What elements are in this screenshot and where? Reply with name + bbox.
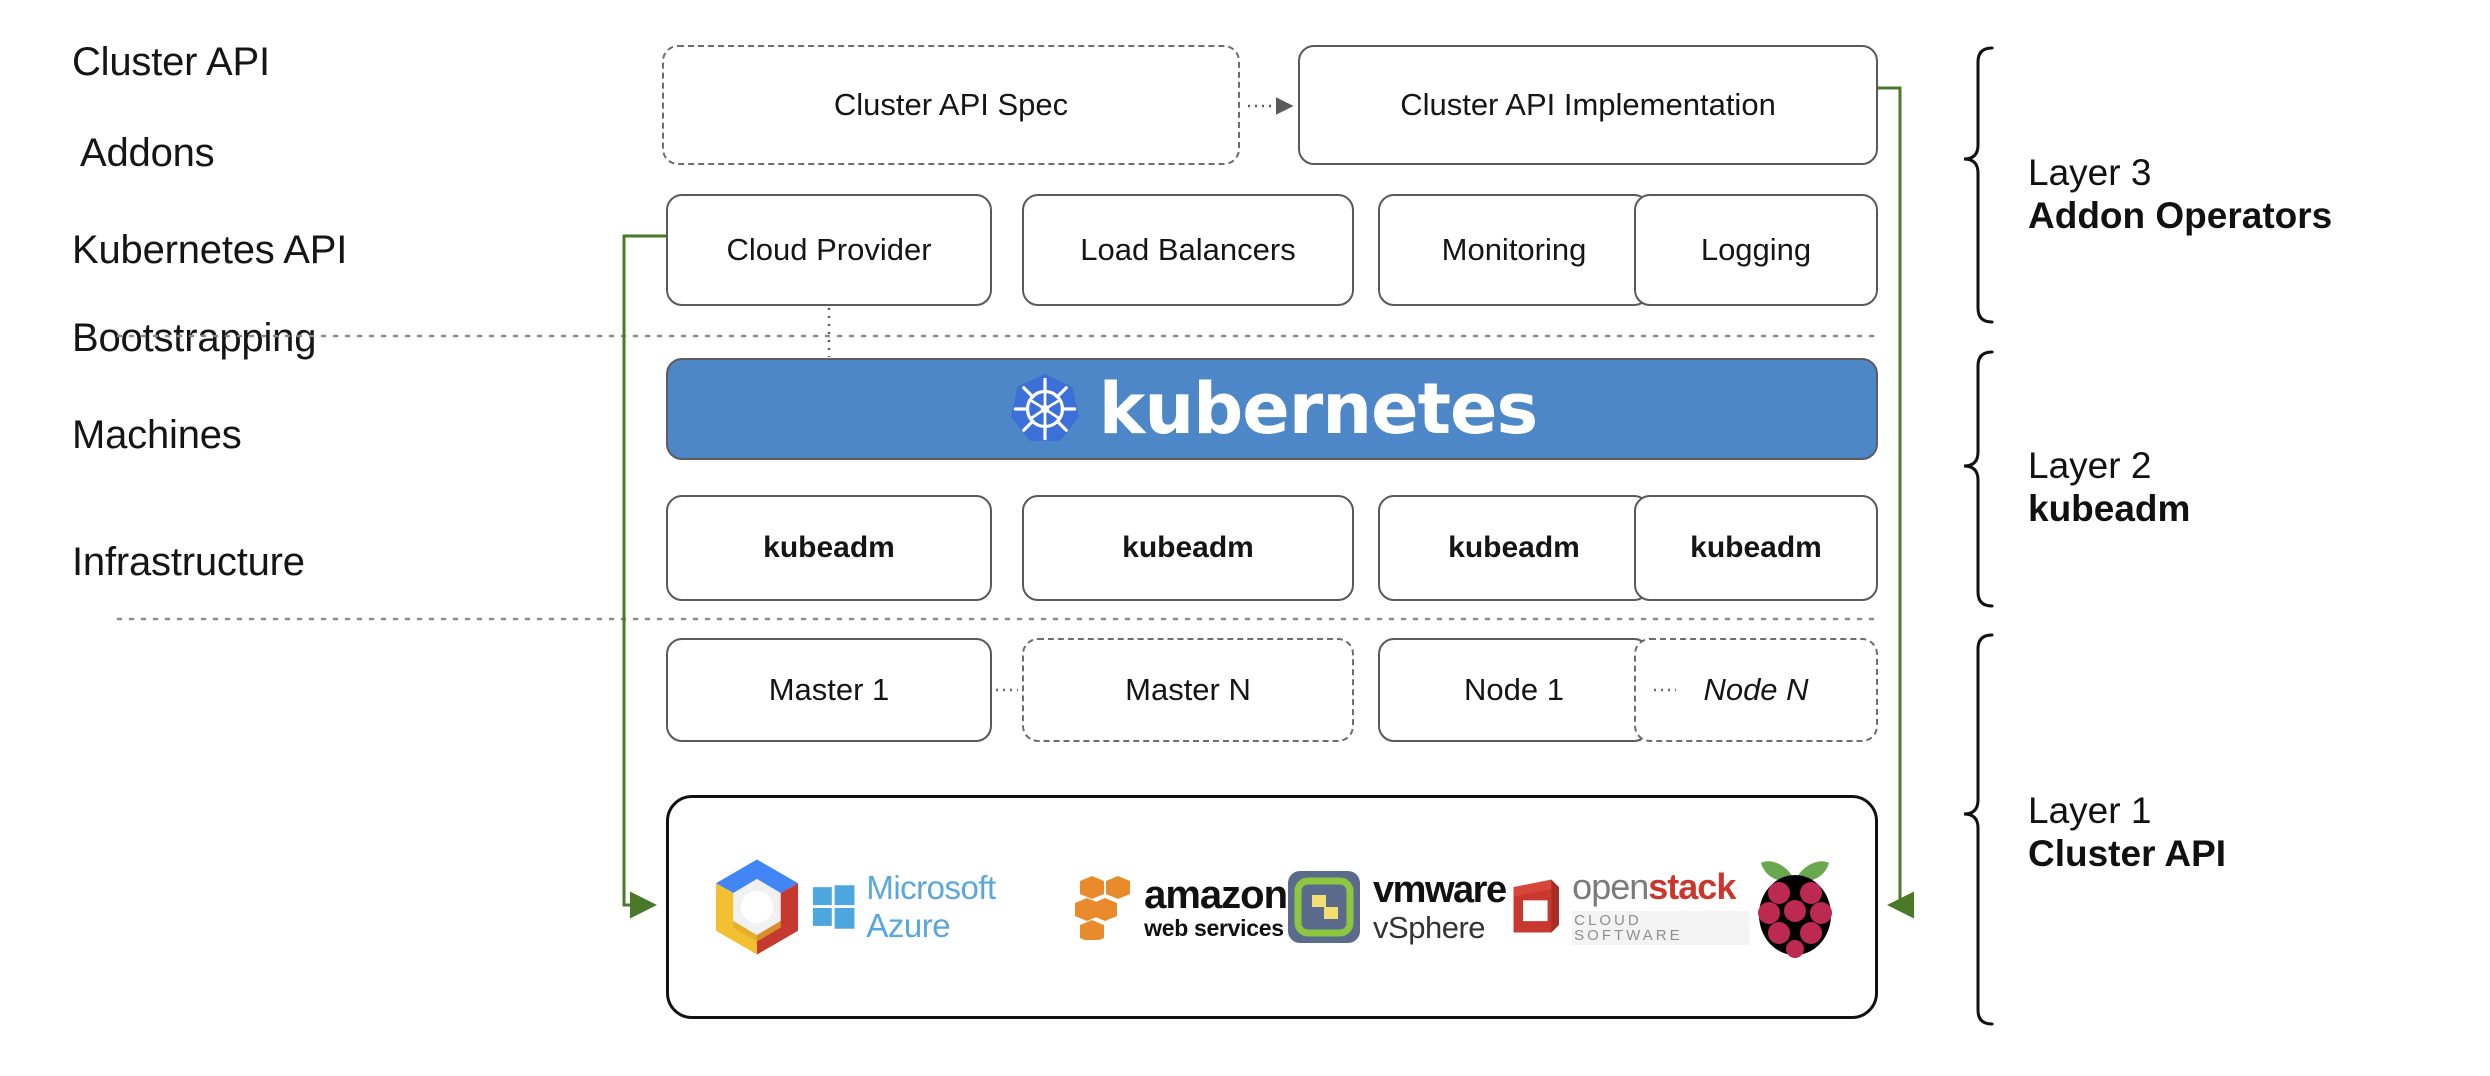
openstack-open-wordmark: open [1572,866,1649,907]
layer-1-label: Layer 1 Cluster API [2028,790,2226,875]
vmware-wordmark: vmware [1373,869,1507,911]
openstack-sub-wordmark: CLOUD SOFTWARE [1572,911,1749,945]
openstack-logo: openstack CLOUD SOFTWARE [1506,869,1749,945]
addon-box-load-balancers[interactable]: Load Balancers [1022,194,1354,306]
azure-wordmark: Microsoft Azure [866,869,996,944]
row-label-kubernetes-api: Kubernetes API [72,228,348,272]
layer-2-brace [1963,350,1994,608]
layer-2-number: Layer 2 [2028,445,2152,486]
row-label-cluster-api: Cluster API [72,40,270,84]
layer-3-name: Addon Operators [2028,194,2333,236]
cluster-api-implementation-box[interactable]: Cluster API Implementation [1298,45,1878,165]
row-label-bootstrapping: Bootstrapping [72,316,317,360]
microsoft-azure-logo: Microsoft Azure [811,869,1074,945]
row-label-machines: Machines [72,413,242,457]
layer-1-brace [1963,633,1994,1026]
machine-box-node-1[interactable]: Node 1 [1378,638,1650,742]
amazon-wordmark: amazon [1144,872,1288,917]
layer-3-label: Layer 3 Addon Operators [2028,152,2332,237]
infrastructure-box: Microsoft Azure amazon web services [666,795,1878,1019]
bootstrap-box-kubeadm-1[interactable]: kubeadm [666,495,992,601]
cluster-api-impl-to-infrastructure-arrow [1878,86,1914,919]
amazon-sub-wordmark: web services [1144,914,1284,941]
machine-box-node-n-label: Node N [1703,672,1809,707]
bootstrap-box-kubeadm-2[interactable]: kubeadm [1022,495,1354,601]
bootstrap-box-kubeadm-3[interactable]: kubeadm [1378,495,1650,601]
machine-box-node-n[interactable]: Node N [1634,638,1878,742]
layer-3-brace [1963,46,1994,324]
layer-2-name: kubeadm [2028,487,2191,529]
row-label-infrastructure: Infrastructure [72,540,305,584]
addon-box-logging[interactable]: Logging [1634,194,1878,306]
layer-1-name: Cluster API [2028,832,2227,874]
vsphere-wordmark: vSphere [1373,910,1486,945]
layer-2-label: Layer 2 kubeadm [2028,445,2190,530]
addon-box-cloud-provider[interactable]: Cloud Provider [666,194,992,306]
openstack-stack-wordmark: stack [1648,866,1736,907]
vmware-vsphere-logo: vmware vSphere [1287,869,1507,945]
kubernetes-wordmark: kubernetes [1098,368,1538,450]
layer-1-number: Layer 1 [2028,790,2152,831]
addon-box-monitoring[interactable]: Monitoring [1378,194,1650,306]
machine-box-master-n[interactable]: Master N [1022,638,1354,742]
row-label-addons: Addons [80,131,215,175]
google-cloud-platform-logo [703,853,811,961]
bootstrap-box-kubeadm-4[interactable]: kubeadm [1634,495,1878,601]
cloud-provider-to-infrastructure-arrow [622,234,666,919]
raspberry-pi-logo [1749,855,1841,959]
amazon-web-services-logo: amazon web services [1074,872,1288,941]
machine-box-master-1[interactable]: Master 1 [666,638,992,742]
kubernetes-helm-wheel-icon [1007,371,1083,447]
kubernetes-banner: kubernetes [666,358,1878,460]
cluster-api-spec-box[interactable]: Cluster API Spec [662,45,1240,165]
layer-3-number: Layer 3 [2028,152,2152,193]
